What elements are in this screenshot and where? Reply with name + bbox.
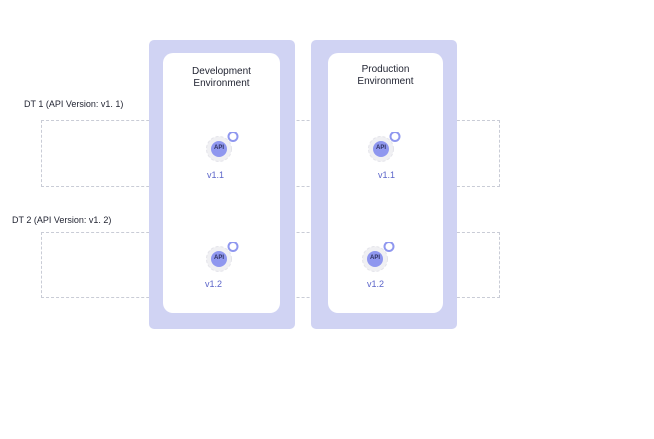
api-node-prod-dt2: API [361,242,401,276]
gear-icon [362,242,395,272]
api-label: API [375,145,386,151]
gear-icon [206,132,239,162]
dt2-label: DT 2 (API Version: v1. 2) [12,215,112,225]
api-version-prod-dt1: v1.1 [378,170,396,180]
gear-icon [368,132,401,162]
api-node-dev-dt2: API [205,242,245,276]
production-environment-title: Production Environment [357,64,414,87]
api-label: API [213,255,224,261]
api-node-prod-dt1: API [367,132,407,166]
dt1-label: DT 1 (API Version: v1. 1) [24,99,124,109]
api-node-dev-dt1: API [205,132,245,166]
production-environment-panel: Production Environment [328,53,443,313]
production-environment: Production Environment [311,40,457,329]
gear-icon [206,242,239,272]
api-version-dev-dt2: v1.2 [205,279,223,289]
api-label: API [369,255,380,261]
development-environment: Development Environment [149,40,295,329]
api-version-dev-dt1: v1.1 [207,170,225,180]
api-version-prod-dt2: v1.2 [367,279,385,289]
api-label: API [213,145,224,151]
development-environment-title: Development Environment [192,66,251,89]
